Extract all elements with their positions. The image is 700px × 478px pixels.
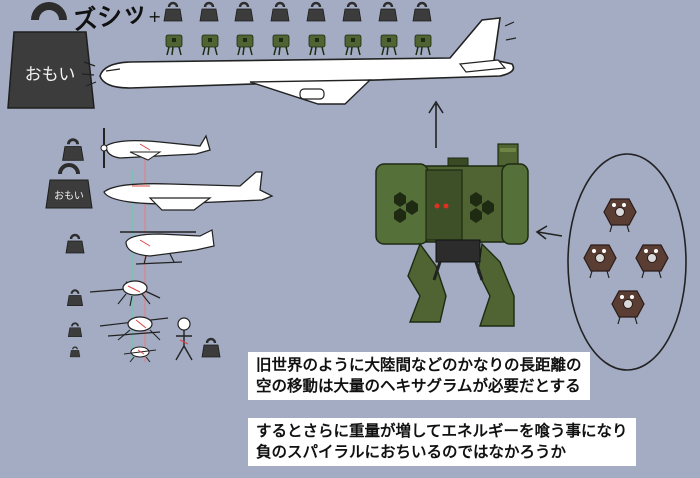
arrow-to-plane: [428, 100, 444, 148]
insect-craft-drawing: [89, 280, 161, 307]
mini-mech-icon: [414, 34, 432, 56]
small-weight-icon: [69, 346, 81, 358]
aircraft-lineup: [89, 128, 274, 363]
caption-line: 旧世界のように大陸間などのかなりの長距離の: [256, 356, 582, 374]
small-weight-icon: [64, 233, 86, 255]
mini-mech-icon: [344, 34, 362, 56]
heavy-mech-drawing: [375, 143, 529, 327]
small-weight-icon: [305, 1, 327, 23]
mini-mech-icon: [165, 34, 183, 56]
small-weight-icon: [67, 322, 83, 338]
insect-craft-drawing: [99, 316, 169, 341]
small-weight-icon: [198, 1, 220, 23]
weight-label: おもい: [54, 190, 84, 202]
hexagram-creature-icon: [603, 198, 637, 233]
mini-mech-icon: [236, 34, 254, 56]
mech-row: [165, 34, 432, 56]
mini-mech-icon: [201, 34, 219, 56]
small-weight-icon: [377, 1, 399, 23]
small-insect-drawing: [123, 346, 157, 363]
hexagram-creature-icon: [611, 290, 645, 325]
robot-sketch-drawing: [175, 317, 193, 361]
jet-drawing: [103, 171, 274, 211]
caption-line: するとさらに重量が増してエネルギーを喰う事になり: [256, 422, 628, 440]
small-weight-icon: [341, 1, 363, 23]
small-weight-icon: [411, 1, 433, 23]
small-weight-icon: [200, 337, 222, 359]
caption-line: 負のスパイラルにおちいるのではなかろうか: [256, 443, 567, 461]
small-weight-icon: [66, 289, 84, 307]
helicopter-drawing: [120, 229, 215, 265]
heavy-weight-icon: おもい: [7, 2, 95, 109]
small-weight-icon: [269, 1, 291, 23]
plus-mark: +: [148, 7, 161, 26]
weight-row: [162, 1, 433, 23]
labeled-weight-icon: おもい: [45, 163, 93, 209]
hexagram-creature-icon: [635, 244, 669, 279]
caption-line: 空の移動は大量のヘキサグラムが必要だとする: [256, 377, 581, 395]
small-weight-icon: [162, 1, 184, 23]
weight-column: おもい: [45, 138, 222, 359]
weight-label: おもい: [25, 65, 76, 85]
prop-plane-drawing: [100, 128, 211, 168]
mini-mech-icon: [272, 34, 290, 56]
airliner-drawing: [81, 17, 517, 105]
arrow-to-mech: [535, 225, 563, 240]
mini-mech-icon: [308, 34, 326, 56]
caption-block-2: するとさらに重量が増してエネルギーを喰う事になり 負のスパイラルにおちいるのでは…: [248, 418, 636, 466]
small-weight-icon: [233, 1, 255, 23]
mini-mech-icon: [380, 34, 398, 56]
hexagram-group: [567, 153, 687, 371]
sound-effect-text: ズシッ: [71, 0, 149, 36]
small-weight-icon: [61, 138, 85, 162]
hexagram-creature-icon: [583, 244, 617, 279]
caption-block-1: 旧世界のように大陸間などのかなりの長距離の 空の移動は大量のヘキサグラムが必要だ…: [248, 352, 590, 400]
